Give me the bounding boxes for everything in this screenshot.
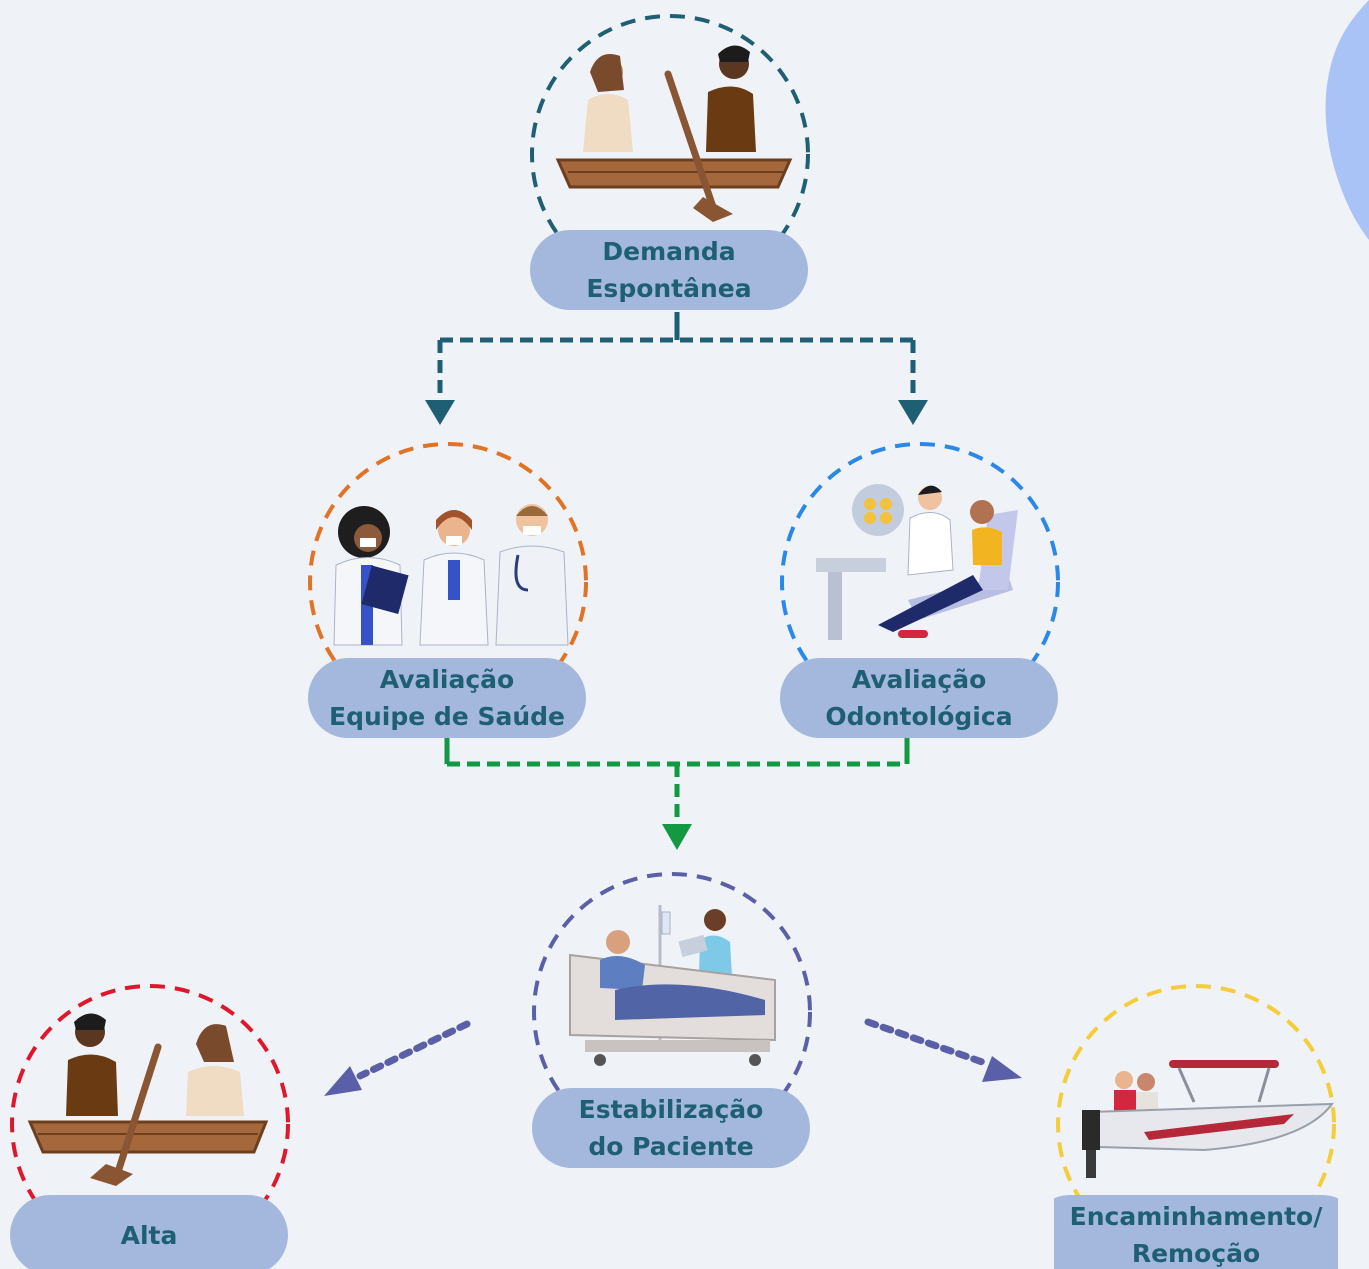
label-text: Avaliação Equipe de Saúde <box>329 665 565 731</box>
label-text: Estabilização do Paciente <box>578 1095 764 1161</box>
arrow-head-to-encaminhamento <box>982 1056 1022 1082</box>
arrow-head-to-equipe <box>425 400 455 425</box>
node-alta: Alta <box>8 982 292 1269</box>
speedboat-illustration <box>1082 1060 1335 1178</box>
dashed-ring <box>308 442 588 722</box>
hospital-bed-illustration <box>569 905 776 1066</box>
node-estabilizacao-paciente: Estabilização do Paciente <box>530 870 814 1170</box>
label-text: Encaminhamento/ Remoção <box>1069 1202 1323 1268</box>
node-encaminhamento-remocao: Encaminhamento/ Remoção <box>1054 982 1338 1269</box>
dashed-ring <box>532 872 812 1152</box>
dashed-ring <box>1056 984 1336 1264</box>
node-demanda-espontanea: Demanda Espontânea <box>528 12 812 312</box>
node-label: Estabilização do Paciente <box>532 1088 810 1168</box>
canoe-illustration <box>27 1013 269 1186</box>
connector-demanda-to-evaluations <box>437 312 916 398</box>
node-label: Demanda Espontânea <box>530 230 808 310</box>
node-avaliacao-equipe-saude: Avaliação Equipe de Saúde <box>306 440 590 740</box>
label-text: Avaliação Odontológica <box>825 665 1013 731</box>
dental-care-illustration <box>816 484 1018 640</box>
arrow-head-to-odonto <box>898 400 928 425</box>
node-label: Alta <box>10 1195 288 1269</box>
dashed-ring <box>530 14 810 294</box>
node-label: Avaliação Odontológica <box>780 658 1058 738</box>
health-team-illustration <box>333 504 569 646</box>
arrow-head-to-alta <box>324 1066 362 1096</box>
node-label: Encaminhamento/ Remoção <box>1054 1195 1338 1269</box>
corner-decoration <box>1325 0 1369 240</box>
dashed-ring <box>780 442 1060 722</box>
node-label: Avaliação Equipe de Saúde <box>308 658 586 738</box>
dashed-ring <box>10 984 290 1264</box>
arrow-head-to-estabilizacao <box>662 824 692 850</box>
connector-estabilizacao-to-outcomes <box>356 1018 992 1080</box>
connector-evaluations-to-estabilizacao <box>444 738 910 822</box>
node-avaliacao-odontologica: Avaliação Odontológica <box>778 440 1062 740</box>
label-text: Alta <box>120 1220 178 1250</box>
canoe-illustration <box>555 45 793 222</box>
label-text: Demanda Espontânea <box>586 237 752 303</box>
